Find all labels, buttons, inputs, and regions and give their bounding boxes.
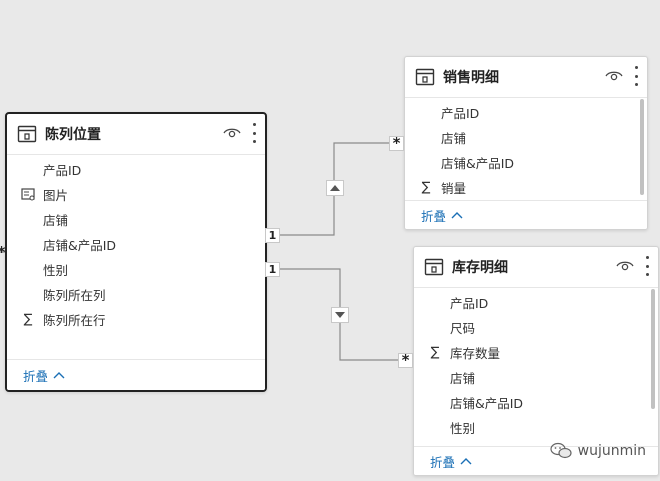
table-footer: 折叠 [405,200,647,229]
cardinality-many-marker: * [389,136,404,151]
visibility-eye-icon[interactable] [605,69,623,83]
collapse-label: 折叠 [421,208,447,224]
field-row[interactable]: 店铺&产品ID [405,150,647,175]
field-label: 陈列所在列 [43,288,106,303]
table-title: 销售明细 [443,70,499,86]
table-icon [17,125,37,143]
cardinality-one-label: 1 [268,263,277,276]
table-footer: 折叠 [414,446,658,475]
table-header[interactable]: 陈列位置 [7,114,265,155]
field-row[interactable]: 店铺 [7,207,265,232]
sigma-icon: ∑ [430,345,440,360]
field-row[interactable]: 图片 [7,182,265,207]
sigma-icon: ∑ [421,180,431,195]
field-row[interactable]: ∑ 销量 [405,175,647,200]
table-card-sales[interactable]: 销售明细 产品ID 店铺 店铺&产品ID ∑ 销量 折叠 [404,56,648,230]
collapse-label: 折叠 [23,368,49,384]
watermark-text: wujunmin [577,443,646,459]
collapse-label: 折叠 [430,454,456,470]
field-label: 产品ID [450,296,489,311]
more-options-icon[interactable] [644,256,650,276]
table-header[interactable]: 库存明细 [414,247,658,288]
field-row[interactable]: 店铺 [405,125,647,150]
table-footer: 折叠 [7,359,265,390]
field-label: 销量 [441,181,467,196]
field-row[interactable]: ∑ 库存数量 [414,340,658,365]
cardinality-many-label: * [392,134,401,152]
cardinality-many-marker: * [0,245,9,260]
field-label: 店铺&产品ID [450,396,524,411]
more-options-icon[interactable] [251,123,257,143]
field-label: 产品ID [43,163,82,178]
field-label: 店铺 [43,213,69,228]
field-row[interactable]: 店铺 [414,365,658,390]
collapse-button[interactable]: 折叠 [23,366,65,385]
field-label: 性别 [450,421,476,436]
field-row[interactable]: 产品ID [7,157,265,182]
chevron-up-icon [53,372,65,379]
field-row[interactable]: 产品ID [414,290,658,315]
collapse-button[interactable]: 折叠 [421,206,463,225]
cardinality-one-marker: 1 [265,228,280,243]
scrollbar[interactable] [651,289,655,409]
field-row[interactable]: 店铺&产品ID [7,232,265,257]
chevron-up-icon [460,458,472,465]
field-label: 店铺&产品ID [441,156,515,171]
cardinality-one-label: 1 [268,229,277,242]
field-row[interactable]: ∑ 陈列所在行 [7,307,265,332]
table-header[interactable]: 销售明细 [405,57,647,98]
field-label: 店铺 [450,371,476,386]
filter-direction-down-icon[interactable] [331,307,349,323]
cardinality-many-label: * [401,351,410,369]
scrollbar[interactable] [640,99,644,195]
cardinality-one-marker: 1 [265,262,280,277]
watermark: wujunmin [550,442,646,460]
table-icon [424,258,444,276]
chevron-up-icon [451,212,463,219]
table-title: 库存明细 [452,260,508,276]
field-label: 尺码 [450,321,476,336]
table-card-display[interactable]: 陈列位置 产品ID 图片 店铺 [5,112,267,392]
field-label: 店铺&产品ID [43,238,117,253]
more-options-icon[interactable] [633,66,639,86]
field-label: 陈列所在行 [43,313,106,328]
field-label: 图片 [43,188,69,203]
field-label: 产品ID [441,106,480,121]
field-row[interactable]: 尺码 [414,315,658,340]
image-field-icon [17,188,39,201]
table-title: 陈列位置 [45,127,101,143]
field-label: 性别 [43,263,69,278]
collapse-button[interactable]: 折叠 [430,452,472,471]
sigma-icon: ∑ [23,312,33,327]
wechat-icon [550,442,572,459]
table-card-inventory[interactable]: 库存明细 产品ID 尺码 ∑ 库存数量 店铺 店铺&产品ID 性别 [413,246,659,476]
cardinality-many-marker: * [398,353,413,368]
table-icon [415,68,435,86]
field-label: 店铺 [441,131,467,146]
visibility-eye-icon[interactable] [616,259,634,273]
filter-direction-up-icon[interactable] [326,180,344,196]
field-row[interactable]: 性别 [7,257,265,282]
visibility-eye-icon[interactable] [223,126,241,140]
field-row[interactable]: 性别 [414,415,658,440]
cardinality-many-label: * [0,245,5,260]
field-row[interactable]: 陈列所在列 [7,282,265,307]
field-row[interactable]: 产品ID [405,100,647,125]
field-row[interactable]: 店铺&产品ID [414,390,658,415]
field-label: 库存数量 [450,346,501,361]
